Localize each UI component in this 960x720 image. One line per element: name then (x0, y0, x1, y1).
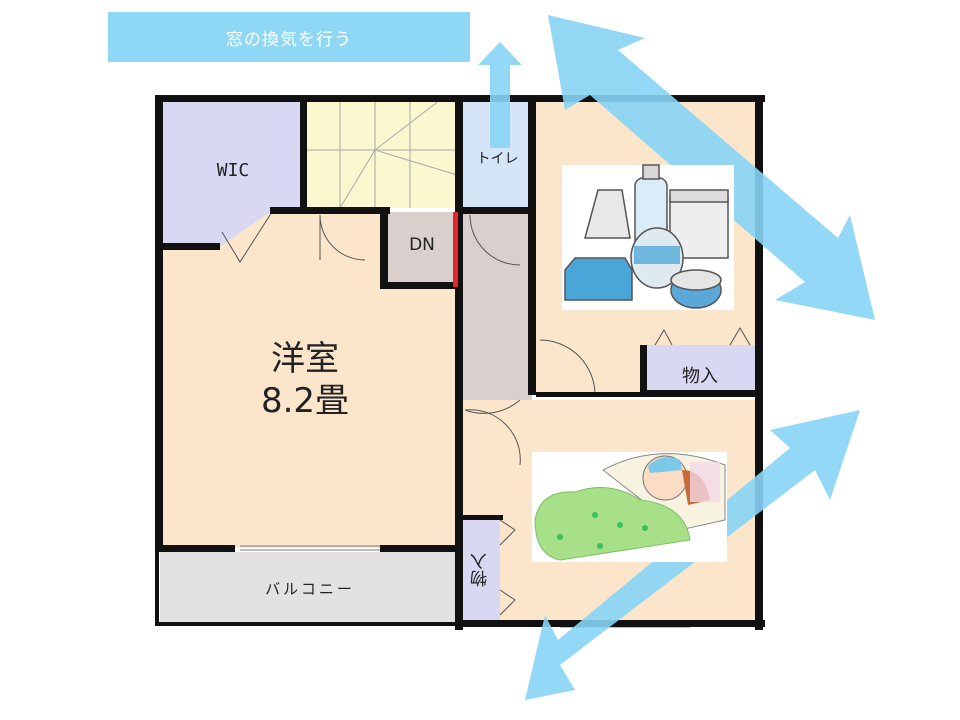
closet-bottom (460, 515, 500, 625)
stairs-area (305, 100, 457, 208)
stairs-down (385, 212, 455, 285)
western-room-name: 洋室 (271, 339, 339, 379)
wic-label: WIC (216, 160, 250, 181)
closet-bottom-label: 物入 (471, 553, 491, 587)
stairs-down-label: DN (409, 235, 435, 255)
closet-right (645, 345, 755, 395)
closet-right-label: 物入 (682, 366, 718, 387)
balcony (160, 552, 458, 624)
western-room-size: 8.2畳 (260, 381, 350, 421)
stair-marker (453, 212, 458, 287)
emergency-supplies-illustration (562, 164, 734, 310)
stair-steps (305, 99, 458, 209)
ventilation-banner: 窓の換気を行う (108, 12, 470, 62)
toilet-label: トイレ (476, 151, 519, 167)
banner-text: 窓の換気を行う (226, 29, 352, 50)
arrow-up-icon (478, 42, 522, 148)
sick-person-in-bed-illustration (532, 452, 727, 562)
western-room (160, 212, 458, 548)
door-arcs (221, 211, 751, 616)
hallway (460, 210, 532, 400)
balcony-label: バルコニー (265, 580, 355, 598)
